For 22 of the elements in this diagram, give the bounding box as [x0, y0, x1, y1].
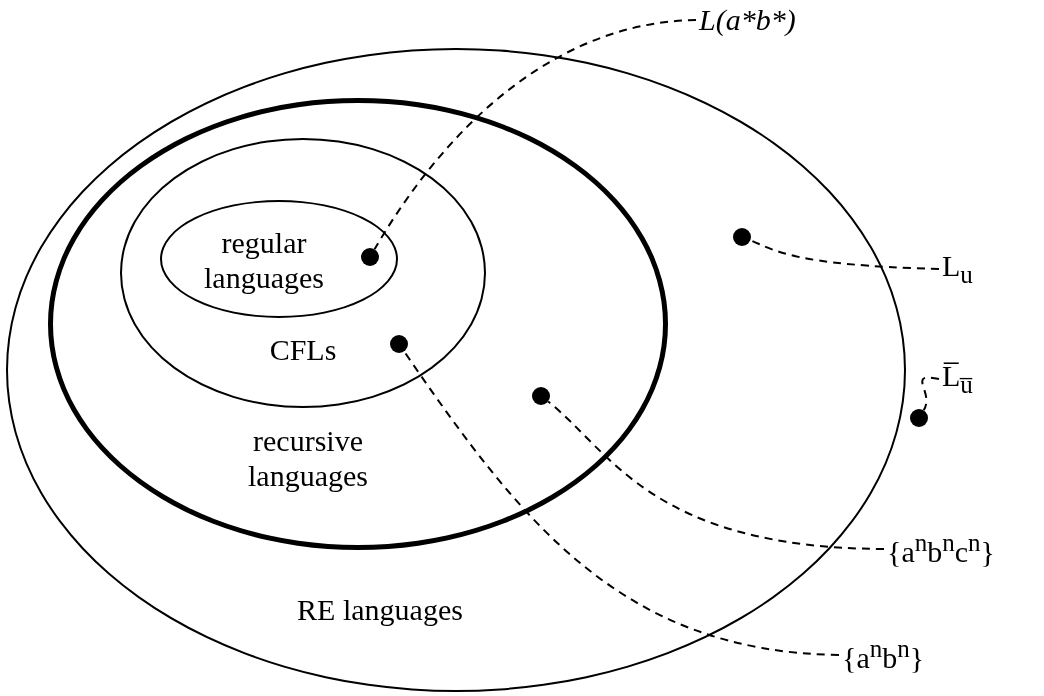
point-marker: [910, 409, 928, 427]
leader-line: [921, 376, 940, 412]
point-marker: [733, 228, 751, 246]
language-label: L̅$_{u̅}$: [940, 358, 975, 400]
set-label: recursive languages: [247, 423, 369, 493]
language-label: L(a*b*): [697, 2, 798, 38]
leader-line: [547, 400, 885, 550]
set-label: RE languages: [296, 592, 464, 628]
point-marker: [390, 335, 408, 353]
set-ellipse: [48, 98, 668, 550]
set-label: regular languages: [203, 225, 325, 295]
set-label: CFLs: [268, 332, 338, 368]
set-ellipse: [120, 138, 486, 408]
leader-line: [403, 350, 840, 656]
leader-line: [749, 239, 940, 270]
point-marker: [361, 248, 379, 266]
language-label: {a$^{n}$b$^{n}$c$^{n}$}: [885, 528, 997, 570]
leader-line: [373, 19, 697, 251]
point-marker: [532, 387, 550, 405]
language-label: {a$^{n}$b$^{n}$}: [840, 634, 927, 676]
set-ellipse: [160, 200, 398, 318]
language-label: L$_{u}$: [940, 248, 975, 290]
